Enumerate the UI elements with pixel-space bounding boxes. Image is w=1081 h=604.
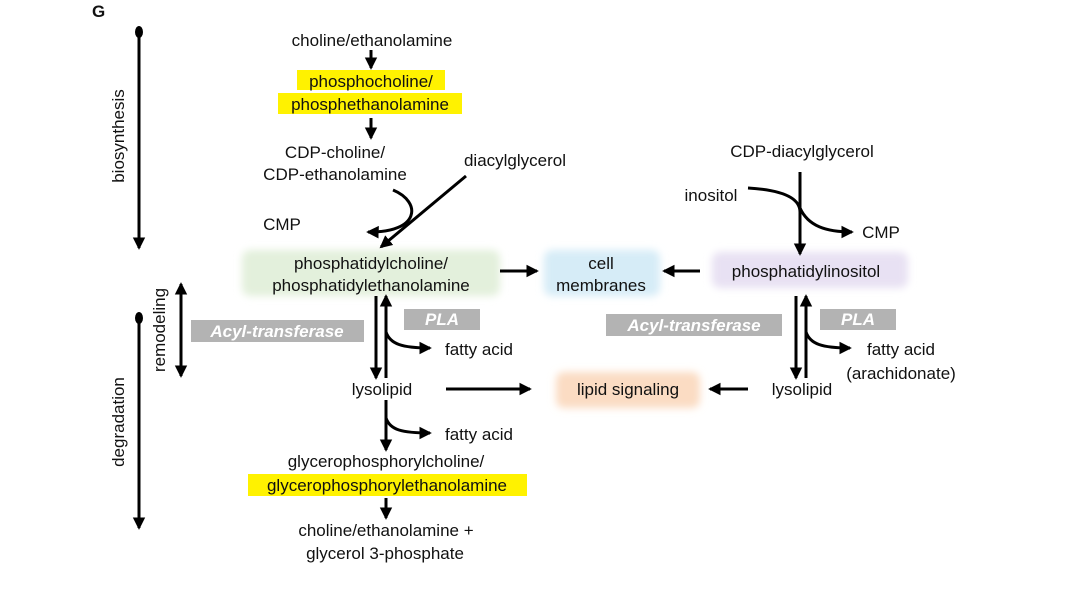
node-lysolipid-left: lysolipid xyxy=(352,380,412,399)
arrow-lysolipid-fatty-acid xyxy=(384,417,432,440)
arrow-diacylglycerol-to-pc xyxy=(379,174,467,249)
node-cmp-right: CMP xyxy=(862,223,900,242)
node-inositol: inositol xyxy=(685,186,738,205)
node-cdp-diacylglycerol: CDP-diacylglycerol xyxy=(730,142,874,161)
arrow-cdp-curve-to-cmp xyxy=(366,188,414,239)
node-arachidonate: (arachidonate) xyxy=(846,364,956,383)
pla-left-label: PLA xyxy=(425,310,459,329)
node-cdp-choline-line1: CDP-choline/ xyxy=(285,143,385,162)
arrow-inositol-to-pi xyxy=(747,186,802,213)
node-phosphocholine-line1: phosphocholine/ xyxy=(309,72,433,91)
node-fatty-acid-left: fatty acid xyxy=(445,340,513,359)
remodeling-label: remodeling xyxy=(150,288,169,372)
cell-membranes-glow xyxy=(544,250,660,296)
node-end-line1: choline/ethanolamine + xyxy=(298,521,473,540)
arrow-pla-right-fatty-acid xyxy=(804,331,852,355)
pla-left-badge xyxy=(404,309,480,330)
pla-right-badge xyxy=(820,309,896,330)
phosphocholine-highlight xyxy=(297,70,445,90)
node-lipid-signaling: lipid signaling xyxy=(577,380,679,399)
biosynthesis-axis xyxy=(132,26,146,250)
arrow-pla-left-fatty-acid xyxy=(384,331,432,355)
lipid-signaling-glow xyxy=(556,372,700,408)
node-fatty-acid-bottom: fatty acid xyxy=(445,425,513,444)
biosynthesis-label: biosynthesis xyxy=(109,89,128,183)
node-gpc-line2: glycerophosphorylethanolamine xyxy=(267,476,507,495)
acyl-transferase-right-badge xyxy=(606,314,782,336)
node-end-line2: glycerol 3-phosphate xyxy=(306,544,464,563)
node-choline-ethanolamine: choline/ethanolamine xyxy=(292,31,453,50)
node-cmp-left: CMP xyxy=(263,215,301,234)
node-diacylglycerol: diacylglycerol xyxy=(464,151,566,170)
node-phosphocholine-line2: phosphethanolamine xyxy=(291,95,449,114)
arrow-to-cmp-right xyxy=(798,207,854,239)
degradation-label: degradation xyxy=(109,377,128,467)
phosphatidylinositol-glow xyxy=(712,252,908,288)
node-fatty-acid-right: fatty acid xyxy=(867,340,935,359)
pla-right-label: PLA xyxy=(841,310,875,329)
panel-label: G xyxy=(92,2,105,21)
node-phosphatidylinositol: phosphatidylinositol xyxy=(732,262,880,281)
acyl-transferase-right-label: Acyl-transferase xyxy=(626,316,760,335)
node-cell-line1: cell xyxy=(588,254,614,273)
node-cdp-choline-line2: CDP-ethanolamine xyxy=(263,165,407,184)
degradation-axis xyxy=(132,312,146,530)
pathway-arrows xyxy=(364,50,854,520)
node-gpc-line1: glycerophosphorylcholine/ xyxy=(288,452,485,471)
pc-glow xyxy=(242,250,500,296)
phosphethanolamine-highlight xyxy=(278,93,462,114)
node-pc-line1: phosphatidylcholine/ xyxy=(294,254,448,273)
acyl-transferase-left-badge xyxy=(191,320,364,342)
node-pc-line2: phosphatidylethanolamine xyxy=(272,276,470,295)
glycerophosphorylethanolamine-highlight xyxy=(248,474,527,496)
acyl-transferase-left-label: Acyl-transferase xyxy=(209,322,343,341)
node-cell-line2: membranes xyxy=(556,276,646,295)
node-lysolipid-right: lysolipid xyxy=(772,380,832,399)
